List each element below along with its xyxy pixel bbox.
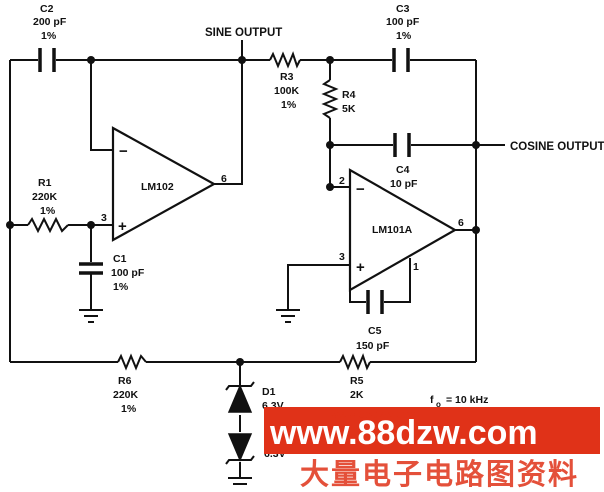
freq-symbol: f bbox=[430, 394, 434, 406]
lm102-pin-6: 6 bbox=[221, 173, 227, 185]
r3-name: R3 bbox=[280, 71, 294, 83]
ground-icon bbox=[276, 309, 300, 323]
lm101a-pin-2: 2 bbox=[339, 175, 345, 187]
d1-name: D1 bbox=[262, 386, 276, 398]
r6-name: R6 bbox=[118, 375, 132, 387]
lm102-plus-sign: + bbox=[118, 218, 127, 235]
freq-subscript: o bbox=[436, 400, 441, 409]
c3-tolerance: 1% bbox=[396, 30, 412, 42]
resistor-r5 bbox=[339, 353, 371, 371]
c1-value: 100 pF bbox=[111, 267, 145, 279]
junction-dots bbox=[6, 56, 480, 366]
lm101a-pin-1: 1 bbox=[413, 261, 419, 273]
cosine-output-label: COSINE OUTPUT bbox=[510, 141, 604, 153]
zener-diode-d1 bbox=[225, 381, 255, 413]
ground-icon bbox=[228, 477, 252, 485]
resistor-r1 bbox=[27, 216, 69, 234]
lm102-pin-3: 3 bbox=[101, 212, 107, 224]
lm101a-plus-sign: + bbox=[356, 259, 365, 276]
lm101a-pin-6: 6 bbox=[458, 217, 464, 229]
watermark-ghost-text: www.88dzw.com bbox=[329, 407, 419, 421]
freq-value: = 10 kHz bbox=[446, 394, 488, 406]
lm101a-minus-sign: − bbox=[356, 181, 365, 198]
watermark-url: www.88dzw.com bbox=[269, 414, 538, 452]
c3-name: C3 bbox=[396, 3, 410, 15]
lm102-label: LM102 bbox=[141, 181, 174, 193]
lm101a-label: LM101A bbox=[372, 224, 413, 236]
c2-tolerance: 1% bbox=[41, 30, 57, 42]
r6-tolerance: 1% bbox=[121, 403, 137, 415]
resistor-r4 bbox=[321, 79, 339, 119]
lm102-minus-sign: − bbox=[119, 143, 128, 160]
capacitor-c2 bbox=[38, 48, 56, 72]
ground-icon bbox=[79, 309, 103, 323]
watermark: www.88dzw.com www.88dzw.com 大量电子电路图资料 bbox=[264, 407, 600, 491]
resistor-r6 bbox=[117, 353, 147, 371]
r5-name: R5 bbox=[350, 375, 364, 387]
watermark-band bbox=[264, 407, 600, 454]
r1-name: R1 bbox=[38, 177, 52, 189]
c2-value: 200 pF bbox=[33, 16, 67, 28]
opamp-lm102 bbox=[111, 126, 217, 242]
r6-value: 220K bbox=[113, 389, 139, 401]
capacitor-c5 bbox=[366, 290, 384, 314]
c4-value: 10 pF bbox=[390, 178, 418, 190]
capacitor-c3 bbox=[392, 48, 410, 72]
r3-value: 100K bbox=[274, 85, 300, 97]
watermark-chinese-text: 大量电子电路图资料 bbox=[300, 457, 579, 491]
c1-name: C1 bbox=[113, 253, 127, 265]
opamp-lm101a bbox=[348, 168, 458, 292]
r5-value: 2K bbox=[350, 389, 364, 401]
resistor-r3 bbox=[269, 51, 301, 69]
r4-name: R4 bbox=[342, 89, 356, 101]
r1-tolerance: 1% bbox=[40, 205, 56, 217]
capacitor-c4 bbox=[393, 133, 411, 157]
capacitor-c1 bbox=[79, 262, 103, 275]
c4-name: C4 bbox=[396, 164, 410, 176]
sine-output-label: SINE OUTPUT bbox=[205, 27, 282, 39]
c1-tolerance: 1% bbox=[113, 281, 129, 293]
r1-value: 220K bbox=[32, 191, 58, 203]
r3-tolerance: 1% bbox=[281, 99, 297, 111]
zener-diode-d2 bbox=[225, 433, 255, 465]
c2-name: C2 bbox=[40, 3, 54, 15]
c5-value: 150 pF bbox=[356, 340, 390, 352]
c5-name: C5 bbox=[368, 325, 382, 337]
c3-value: 100 pF bbox=[386, 16, 420, 28]
lm101a-pin-3: 3 bbox=[339, 251, 345, 263]
r4-value: 5K bbox=[342, 103, 356, 115]
